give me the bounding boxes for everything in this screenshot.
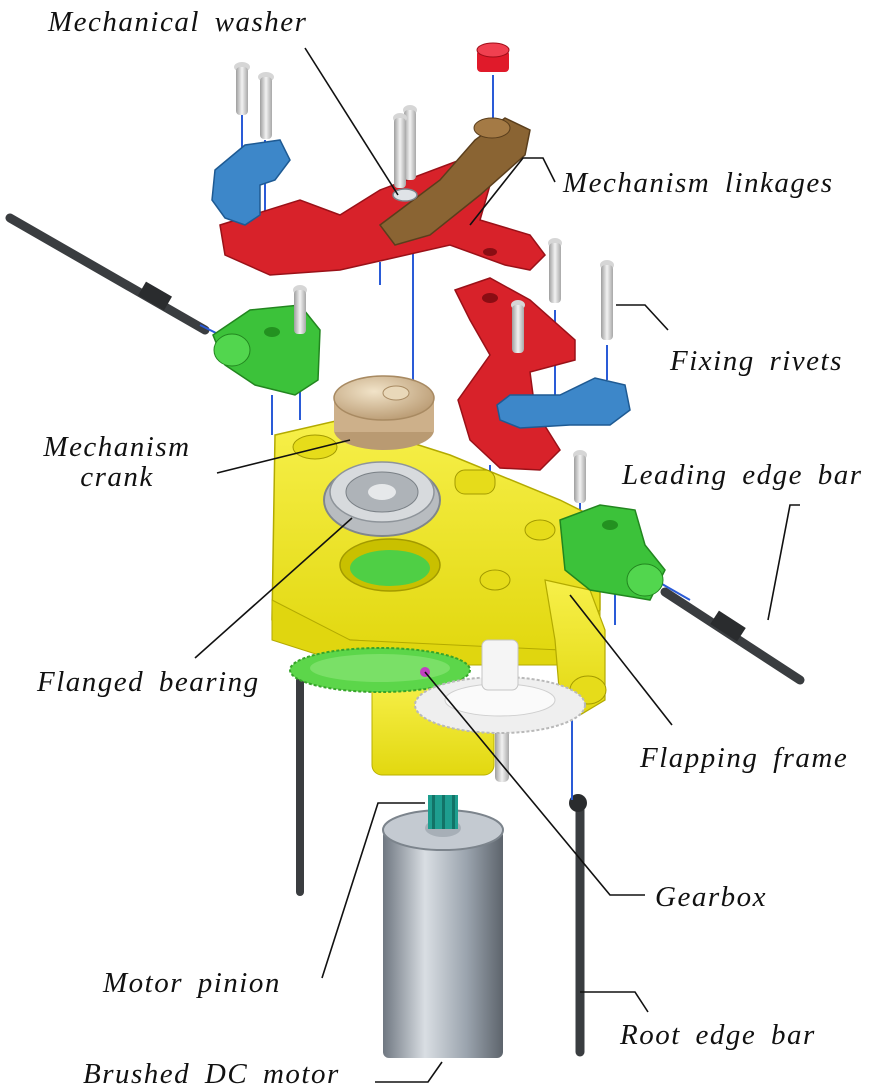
mechanism-linkage-bronze: [378, 117, 531, 246]
leader-gearbox: [424, 671, 645, 896]
gearbox: [289, 639, 586, 734]
motor-pinion: [428, 795, 458, 829]
label-root-edge-bar: Root edge bar: [620, 1019, 816, 1051]
label-brushed-dc-motor: Brushed DC motor: [83, 1058, 340, 1090]
leader-mechanism-crank: [216, 439, 351, 474]
linkage-lower: [453, 277, 576, 471]
label-mechanism-crank: Mechanism crank: [24, 432, 210, 492]
leading-edge-bar-right: [660, 587, 805, 685]
label-mechanism-linkages: Mechanism linkages: [563, 167, 834, 199]
lower-rivet: [495, 720, 509, 782]
leader-flanged-bearing: [194, 517, 353, 659]
leader-fixing-rivets: [616, 304, 669, 331]
blue-arm-left: [211, 139, 291, 226]
leader-root-edge-bar: [580, 991, 649, 1013]
blue-arm-right: [496, 377, 631, 429]
leading-edge-bar-left: [5, 213, 210, 335]
label-flanged-bearing: Flanged bearing: [37, 666, 260, 698]
leader-leading-edge-bar: [767, 504, 800, 621]
leader-lines: [194, 47, 800, 1083]
label-mechanism-crank-line1: Mechanism: [43, 431, 191, 463]
label-flapping-frame: Flapping frame: [640, 742, 849, 774]
leader-flapping-frame: [569, 594, 673, 726]
wing-clip-left: [212, 304, 321, 396]
leader-mechanical-washer: [304, 47, 399, 196]
label-leading-edge-bar: Leading edge bar: [622, 459, 863, 491]
wing-clip-right: [559, 504, 666, 601]
label-fixing-rivets: Fixing rivets: [670, 345, 843, 377]
root-edge-bar-right: [569, 794, 587, 1057]
label-mechanism-crank-line2: crank: [80, 461, 154, 493]
mechanical-washer: [392, 188, 418, 202]
fixing-rivets: [234, 62, 614, 503]
label-mechanical-washer: Mechanical washer: [48, 6, 308, 38]
leader-mechanism-linkages: [469, 157, 556, 226]
red-cap: [476, 42, 510, 72]
flanged-bearing: [323, 461, 441, 537]
leader-brushed-dc-motor: [375, 1061, 443, 1083]
label-motor-pinion: Motor pinion: [103, 967, 281, 999]
leader-motor-pinion: [321, 802, 425, 979]
brushed-dc-motor: [382, 809, 504, 1058]
label-gearbox: Gearbox: [655, 881, 767, 913]
mechanism-crank: [333, 375, 435, 450]
